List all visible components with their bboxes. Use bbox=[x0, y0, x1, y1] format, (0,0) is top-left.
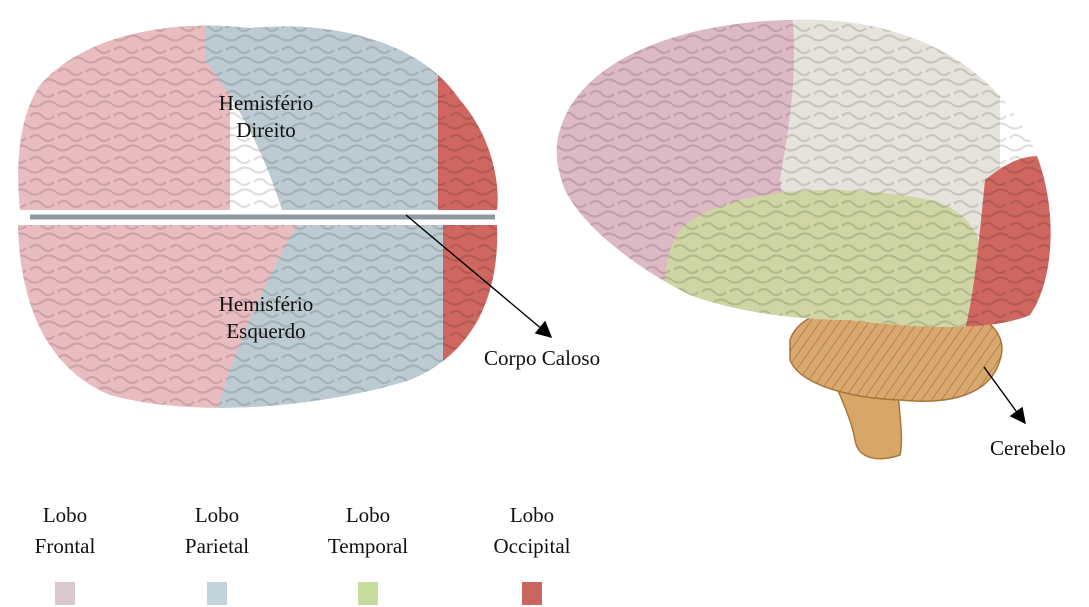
legend-item-occipital: Lobo Occipital bbox=[467, 500, 597, 605]
legend-item-temporal: Lobo Temporal bbox=[303, 500, 433, 605]
legend-line2: Occipital bbox=[467, 531, 597, 562]
corpus-callosum-label: Corpo Caloso bbox=[484, 345, 600, 372]
legend-line1: Lobo bbox=[467, 500, 597, 531]
legend-swatch bbox=[522, 582, 542, 605]
legend-swatch bbox=[358, 582, 378, 605]
legend-line2: Frontal bbox=[0, 531, 130, 562]
legend-item-frontal: Lobo Frontal bbox=[0, 500, 130, 605]
legend-line2: Temporal bbox=[303, 531, 433, 562]
legend-swatch bbox=[55, 582, 75, 605]
cerebellum-label: Cerebelo bbox=[990, 435, 1066, 462]
legend-swatch bbox=[207, 582, 227, 605]
legend-line1: Lobo bbox=[303, 500, 433, 531]
right-hemisphere-label: Hemisfério Direito bbox=[196, 90, 336, 144]
cerebellum-arrow bbox=[984, 367, 1025, 423]
legend-line1: Lobo bbox=[152, 500, 282, 531]
left-hemisphere-label: Hemisfério Esquerdo bbox=[196, 291, 336, 345]
legend-line1: Lobo bbox=[0, 500, 130, 531]
lateral-view-brain bbox=[540, 0, 1070, 459]
legend-item-parietal: Lobo Parietal bbox=[152, 500, 282, 605]
legend-line2: Parietal bbox=[152, 531, 282, 562]
